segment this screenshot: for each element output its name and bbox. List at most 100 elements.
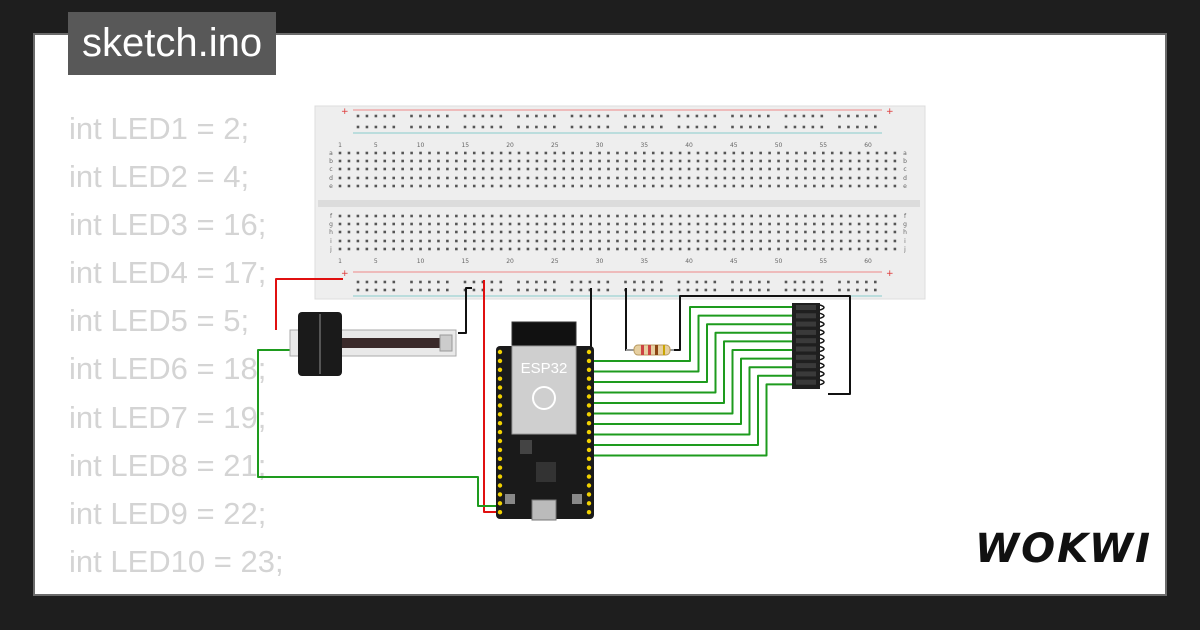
breadboard-hole[interactable] bbox=[472, 159, 476, 163]
breadboard-hole[interactable] bbox=[768, 151, 771, 155]
breadboard-hole[interactable] bbox=[544, 239, 548, 243]
breadboard-hole[interactable] bbox=[875, 159, 879, 163]
breadboard-hole[interactable] bbox=[517, 247, 521, 251]
breadboard-hole[interactable] bbox=[865, 114, 868, 118]
breadboard-hole[interactable] bbox=[643, 151, 646, 155]
breadboard-hole[interactable] bbox=[875, 151, 879, 155]
esp32-board[interactable]: ESP32 bbox=[496, 321, 594, 521]
breadboard-hole[interactable] bbox=[464, 247, 467, 251]
breadboard-hole[interactable] bbox=[848, 151, 852, 155]
breadboard-hole[interactable] bbox=[866, 222, 870, 226]
breadboard-hole[interactable] bbox=[839, 214, 843, 218]
breadboard-hole[interactable] bbox=[365, 230, 369, 234]
breadboard-hole[interactable] bbox=[455, 159, 458, 163]
breadboard-hole[interactable] bbox=[544, 151, 548, 155]
breadboard-hole[interactable] bbox=[768, 230, 771, 234]
esp32-pin[interactable] bbox=[497, 358, 503, 364]
breadboard-hole[interactable] bbox=[383, 151, 387, 155]
breadboard-hole[interactable] bbox=[856, 288, 859, 292]
breadboard-hole[interactable] bbox=[866, 184, 870, 188]
breadboard-hole[interactable] bbox=[875, 247, 879, 251]
breadboard-hole[interactable] bbox=[455, 230, 458, 234]
breadboard-hole[interactable] bbox=[866, 230, 870, 234]
breadboard-hole[interactable] bbox=[553, 280, 556, 284]
breadboard-hole[interactable] bbox=[848, 239, 852, 243]
breadboard-hole[interactable] bbox=[338, 184, 342, 188]
breadboard-hole[interactable] bbox=[374, 239, 378, 243]
breadboard-hole[interactable] bbox=[544, 222, 548, 226]
breadboard-hole[interactable] bbox=[374, 151, 378, 155]
breadboard-hole[interactable] bbox=[749, 280, 752, 284]
breadboard-hole[interactable] bbox=[616, 239, 619, 243]
breadboard-hole[interactable] bbox=[893, 151, 897, 155]
breadboard-hole[interactable] bbox=[463, 114, 467, 118]
breadboard-hole[interactable] bbox=[535, 239, 539, 243]
breadboard-hole[interactable] bbox=[624, 280, 627, 284]
breadboard-hole[interactable] bbox=[410, 239, 413, 243]
breadboard-hole[interactable] bbox=[437, 222, 440, 226]
breadboard-hole[interactable] bbox=[428, 159, 431, 163]
breadboard-hole[interactable] bbox=[606, 280, 610, 284]
breadboard-hole[interactable] bbox=[777, 230, 780, 234]
breadboard-hole[interactable] bbox=[374, 288, 378, 292]
breadboard-hole[interactable] bbox=[437, 239, 440, 243]
breadboard-hole[interactable] bbox=[490, 288, 494, 292]
breadboard-hole[interactable] bbox=[338, 222, 342, 226]
breadboard-hole[interactable] bbox=[579, 125, 583, 129]
breadboard-hole[interactable] bbox=[660, 184, 664, 188]
breadboard-hole[interactable] bbox=[795, 247, 798, 251]
breadboard-hole[interactable] bbox=[784, 288, 788, 292]
breadboard-hole[interactable] bbox=[749, 114, 752, 118]
breadboard-hole[interactable] bbox=[383, 125, 387, 129]
breadboard-hole[interactable] bbox=[410, 214, 413, 218]
breadboard-hole[interactable] bbox=[526, 151, 530, 155]
breadboard-hole[interactable] bbox=[499, 167, 503, 171]
breadboard-hole[interactable] bbox=[651, 114, 654, 118]
breadboard-hole[interactable] bbox=[338, 247, 342, 251]
breadboard-hole[interactable] bbox=[634, 151, 637, 155]
breadboard-hole[interactable] bbox=[759, 239, 762, 243]
breadboard-hole[interactable] bbox=[669, 239, 673, 243]
esp32-pin[interactable] bbox=[586, 385, 592, 390]
breadboard-hole[interactable] bbox=[633, 125, 636, 129]
breadboard-hole[interactable] bbox=[607, 151, 610, 155]
breadboard-hole[interactable] bbox=[758, 125, 761, 129]
breadboard-hole[interactable] bbox=[392, 114, 396, 118]
breadboard-hole[interactable] bbox=[777, 214, 780, 218]
breadboard-hole[interactable] bbox=[822, 214, 825, 218]
breadboard-hole[interactable] bbox=[822, 151, 825, 155]
breadboard-hole[interactable] bbox=[651, 288, 654, 292]
breadboard-hole[interactable] bbox=[481, 184, 485, 188]
breadboard-hole[interactable] bbox=[804, 159, 807, 163]
breadboard-hole[interactable] bbox=[526, 159, 530, 163]
breadboard-hole[interactable] bbox=[660, 151, 664, 155]
breadboard-hole[interactable] bbox=[713, 280, 717, 284]
breadboard-hole[interactable] bbox=[598, 247, 601, 251]
breadboard-hole[interactable] bbox=[446, 280, 449, 284]
breadboard-hole[interactable] bbox=[535, 214, 539, 218]
breadboard-hole[interactable] bbox=[749, 288, 752, 292]
breadboard-hole[interactable] bbox=[740, 114, 743, 118]
breadboard-hole[interactable] bbox=[508, 214, 512, 218]
breadboard-hole[interactable] bbox=[634, 247, 637, 251]
breadboard-hole[interactable] bbox=[580, 230, 583, 234]
breadboard-hole[interactable] bbox=[750, 176, 753, 180]
breadboard-hole[interactable] bbox=[723, 184, 727, 188]
breadboard-hole[interactable] bbox=[508, 247, 512, 251]
breadboard-hole[interactable] bbox=[786, 230, 789, 234]
breadboard-hole[interactable] bbox=[499, 159, 503, 163]
breadboard-hole[interactable] bbox=[419, 184, 422, 188]
breadboard-hole[interactable] bbox=[401, 176, 404, 180]
breadboard-hole[interactable] bbox=[580, 222, 583, 226]
breadboard-hole[interactable] bbox=[687, 176, 691, 180]
breadboard-hole[interactable] bbox=[490, 230, 494, 234]
breadboard-hole[interactable] bbox=[696, 214, 700, 218]
breadboard-hole[interactable] bbox=[570, 114, 574, 118]
breadboard-hole[interactable] bbox=[687, 214, 691, 218]
breadboard-hole[interactable] bbox=[875, 230, 879, 234]
wire-green[interactable] bbox=[593, 323, 792, 383]
breadboard-hole[interactable] bbox=[526, 176, 530, 180]
breadboard-hole[interactable] bbox=[571, 230, 574, 234]
breadboard-hole[interactable] bbox=[634, 176, 637, 180]
breadboard-hole[interactable] bbox=[705, 176, 709, 180]
